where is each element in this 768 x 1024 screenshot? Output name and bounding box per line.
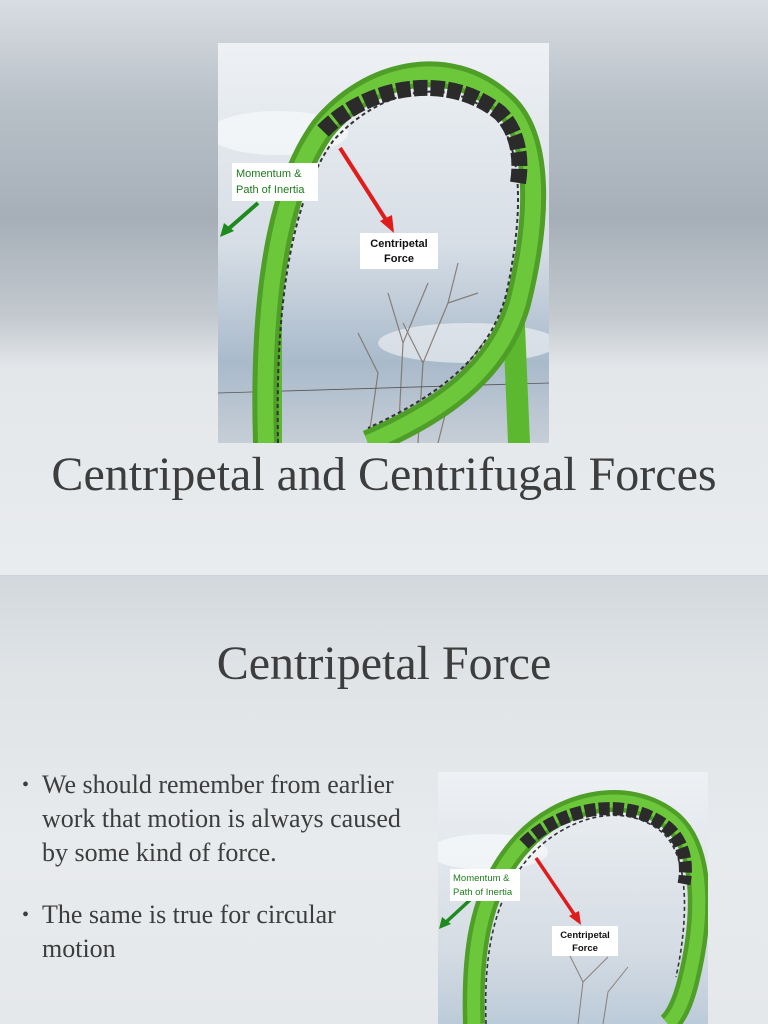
centripetal-label-line1: Centripetal [560, 930, 610, 941]
bullet-item: • The same is true for circular motion [22, 898, 402, 966]
roller-coaster-loop-image: Momentum & Path of Inertia Centripetal F… [218, 43, 549, 443]
bullet-list: • We should remember from earlier work t… [22, 768, 402, 994]
slide-title: Centripetal and Centrifugal Forces [51, 448, 717, 501]
momentum-label-line1: Momentum & [453, 873, 510, 884]
momentum-label-line2: Path of Inertia [236, 184, 305, 196]
bullet-marker: • [22, 904, 30, 926]
roller-coaster-loop-image: Momentum & Path of Inertia Centripetal F… [438, 772, 708, 1024]
slide-title: Centripetal Force [216, 637, 552, 690]
centripetal-label-line2: Force [572, 943, 598, 954]
momentum-label-line2: Path of Inertia [453, 887, 513, 898]
centripetal-label-line1: Centripetal [370, 238, 427, 250]
roller-coaster-loop-graphic: Momentum & Path of Inertia Centripetal F… [218, 43, 549, 443]
bullet-marker: • [22, 774, 30, 796]
bullet-text: The same is true for circular motion [42, 900, 336, 963]
roller-coaster-loop-graphic: Momentum & Path of Inertia Centripetal F… [438, 772, 708, 1024]
title-slide: Momentum & Path of Inertia Centripetal F… [0, 0, 768, 576]
momentum-label-line1: Momentum & [236, 168, 302, 180]
bullet-item: • We should remember from earlier work t… [22, 768, 402, 870]
centripetal-label-line2: Force [384, 253, 414, 265]
bullet-text: We should remember from earlier work tha… [42, 770, 401, 867]
